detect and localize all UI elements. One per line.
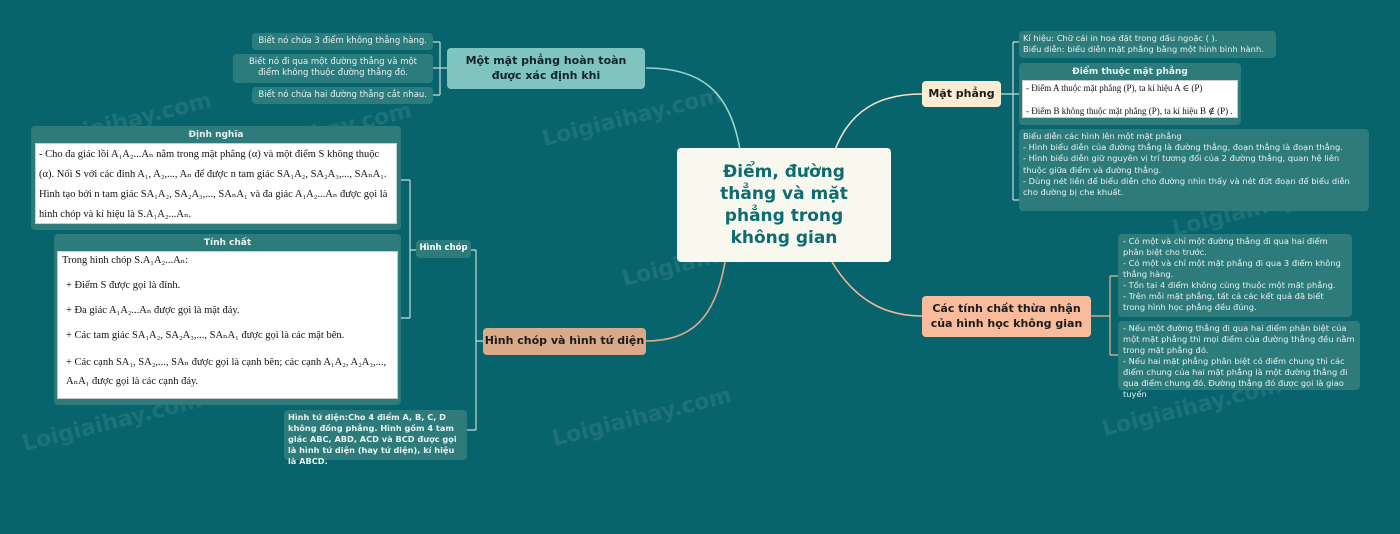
connector-center-pyramid (645, 261, 726, 342)
properties-header: Tính chất (203, 238, 252, 248)
connector-center-axioms (831, 261, 923, 317)
properties-line: + Các tam giác SA₁A₂, SA₂A₃,..., SAₙA₁ đ… (66, 330, 345, 341)
definition-text: - Cho đa giác lồi A₁A₂...Aₙ nằm trong mặ… (35, 143, 397, 224)
properties-card[interactable]: Tính chất Trong hình chóp S.A₁A₂...Aₙ: +… (54, 234, 401, 405)
point-line: - Điểm A thuộc mặt phẳng (P), ta kí hiệu… (1026, 83, 1203, 93)
properties-line: + Đa giác A₁A₂...Aₙ được gọi là mặt đáy. (66, 305, 240, 316)
properties-line: + Điểm S được gọi là đỉnh. (66, 280, 181, 291)
point-in-plane-header: Điểm thuộc mặt phẳng (1072, 67, 1188, 77)
determine-item[interactable]: Biết nó chứa hai đường thẳng cắt nhau. (252, 87, 433, 105)
tetrahedron-card[interactable]: Hình tứ diện:Cho 4 điểm A, B, C, D không… (284, 410, 467, 466)
determine-item[interactable]: Biết nó chứa 3 điểm không thẳng hàng. (252, 33, 433, 51)
branch-axioms[interactable]: Các tính chất thừa nhận của hình học khô… (922, 296, 1091, 337)
plane-representation[interactable]: Biểu diễn các hình lên một mặt phẳng - H… (1019, 129, 1369, 211)
determine-item[interactable]: Biết nó đi qua một đường thẳng và một đi… (233, 54, 433, 83)
pyramid-label[interactable]: Hình chóp (416, 240, 471, 258)
point-in-plane-card[interactable]: Điểm thuộc mặt phẳng - Điểm A thuộc mặt … (1019, 63, 1241, 125)
branch-determine-plane[interactable]: Một mặt phẳng hoàn toàn được xác định kh… (447, 48, 645, 89)
connector-center-determine (645, 67, 741, 151)
branch-pyramid-tetrahedron[interactable]: Hình chóp và hình tứ diện (483, 328, 646, 355)
point-line: - Điểm B không thuộc mặt phẳng (P), ta k… (1026, 105, 1233, 116)
definition-header: Định nghĩa (188, 130, 244, 140)
definition-card[interactable]: Định nghĩa - Cho đa giác lồi A₁A₂...Aₙ n… (31, 126, 401, 230)
branch-plane[interactable]: Mặt phẳng (922, 81, 1001, 107)
plane-notation[interactable]: Kí hiệu: Chữ cái in hoa đặt trong dấu ng… (1019, 31, 1276, 58)
properties-line: Trong hình chóp S.A₁A₂...Aₙ: (62, 255, 189, 266)
central-topic[interactable]: Điểm, đường thẳng và mặt phẳng trong khô… (677, 148, 891, 262)
connector-center-plane (834, 93, 923, 151)
point-in-plane-text: - Điểm A thuộc mặt phẳng (P), ta kí hiệu… (1022, 80, 1238, 118)
properties-line: + Các cạnh SA₁, SA₂,..., SAₙ được gọi là… (66, 357, 387, 387)
properties-text: Trong hình chóp S.A₁A₂...Aₙ: + Điểm S đư… (57, 251, 398, 399)
axioms-box-1[interactable]: - Có một và chỉ một đường thẳng đi qua h… (1118, 234, 1352, 317)
axioms-box-2[interactable]: - Nếu một đường thẳng đi qua hai điểm ph… (1118, 321, 1360, 399)
